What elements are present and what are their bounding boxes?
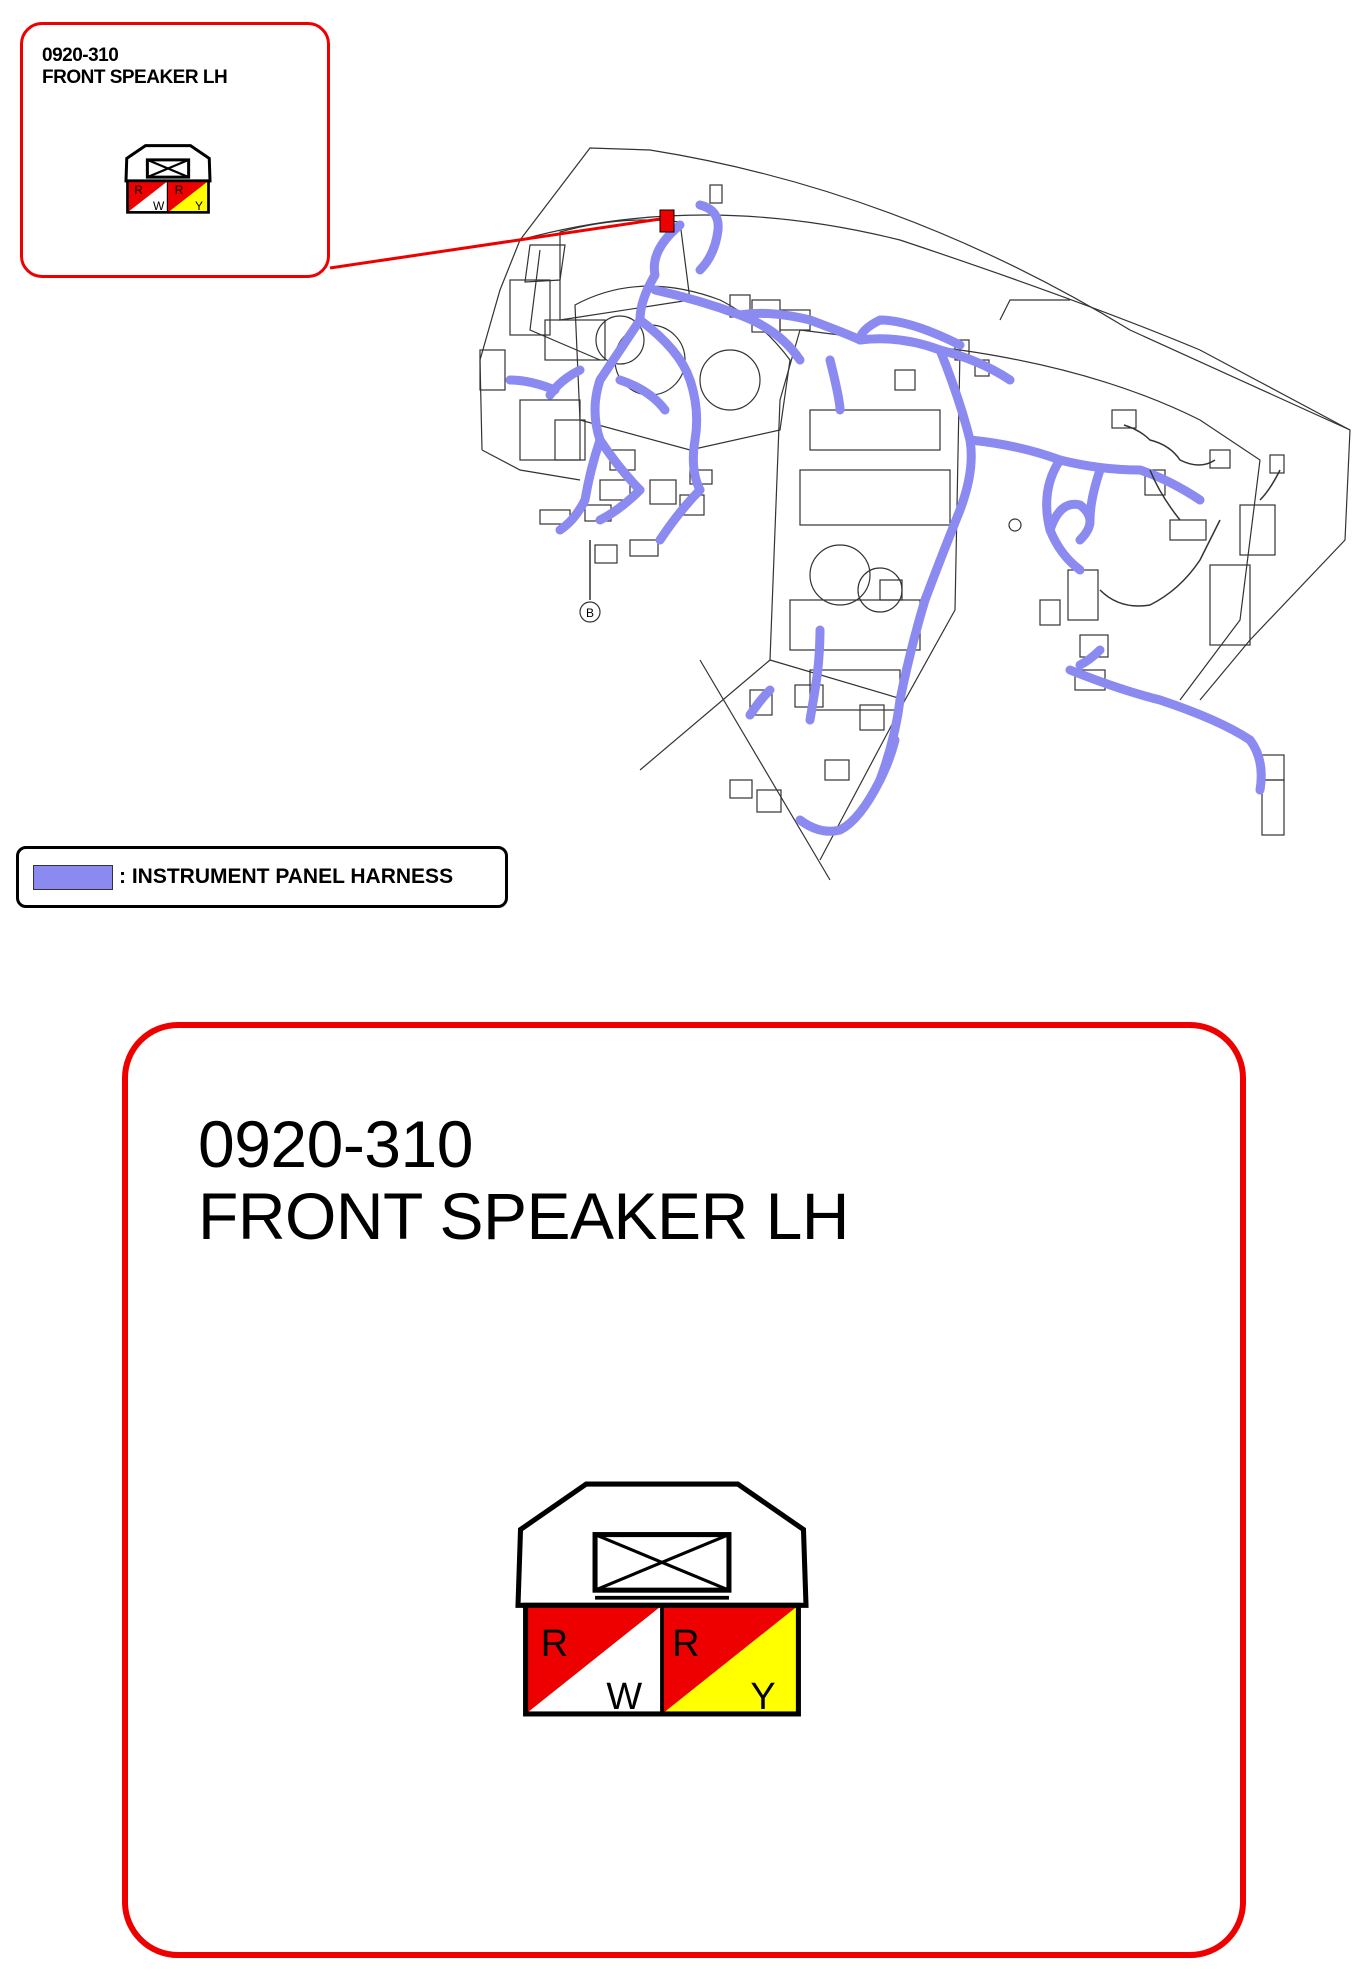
pin-2-top-small: R: [175, 183, 184, 197]
connector-code-large: 0920-310: [198, 1107, 473, 1181]
connector-name-small: FRONT SPEAKER LH: [42, 67, 228, 88]
pin-2-bottom-large: Y: [750, 1676, 775, 1718]
connector-callout-small: 0920-310 FRONT SPEAKER LH R W R Y: [20, 22, 330, 278]
instrument-panel-drawing: B: [329, 147, 1351, 881]
legend-label: : INSTRUMENT PANEL HARNESS: [119, 865, 454, 888]
callout-leader-line: [329, 216, 668, 270]
pin-1-bottom-small: W: [153, 199, 165, 213]
connector-callout-large: 0920-310 FRONT SPEAKER LH R W R Y: [122, 1022, 1246, 1958]
connector-name-large: FRONT SPEAKER LH: [198, 1179, 849, 1253]
legend-swatch: [33, 865, 113, 890]
ground-marker-circle: [579, 601, 601, 623]
connector-face-small: R W R Y: [124, 144, 212, 214]
front-speaker-lh-connector-location: [659, 209, 675, 233]
connector-code-small: 0920-310: [42, 45, 119, 66]
ground-marker-label: B: [586, 606, 594, 620]
pin-2-top-large: R: [672, 1623, 699, 1665]
pin-1-top-small: R: [134, 183, 143, 197]
instrument-panel-harness: [505, 200, 1266, 836]
pin-1-top-large: R: [541, 1623, 568, 1665]
dashboard-outline: [479, 147, 1351, 881]
connector-face-large: R W R Y: [515, 1481, 809, 1718]
pin-1-bottom-large: W: [606, 1676, 642, 1718]
thin-wires: [589, 424, 1281, 607]
harness-legend: : INSTRUMENT PANEL HARNESS: [16, 846, 508, 908]
pin-2-bottom-small: Y: [195, 199, 203, 213]
